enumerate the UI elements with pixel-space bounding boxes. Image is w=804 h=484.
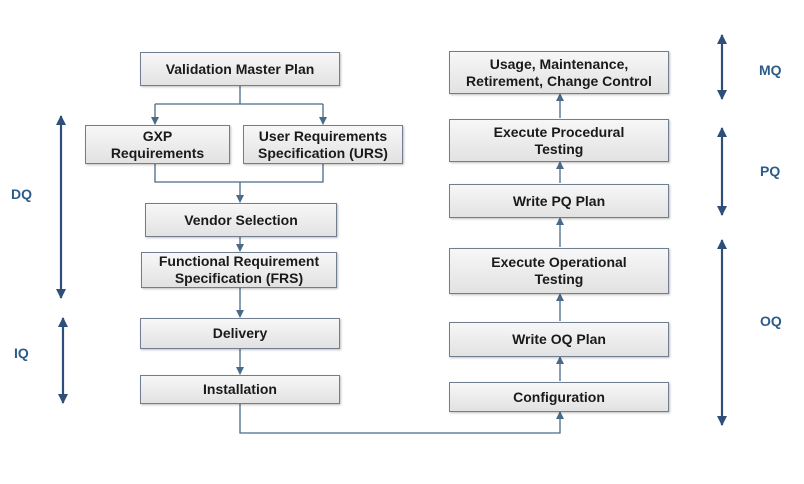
usage-maintenance-box: Usage, Maintenance, Retirement, Change C…: [449, 51, 669, 94]
pq-label: PQ: [760, 163, 781, 179]
gxp-requirements-box: GXP Requirements: [85, 125, 230, 164]
mq-label: MQ: [759, 62, 782, 78]
write-pq-plan-box: Write PQ Plan: [449, 184, 669, 218]
write-oq-plan-box: Write OQ Plan: [449, 322, 669, 357]
execute-operational-testing-box: Execute Operational Testing: [449, 248, 669, 294]
configuration-box: Configuration: [449, 382, 669, 412]
execute-procedural-testing-box: Execute Procedural Testing: [449, 119, 669, 162]
vendor-selection-box: Vendor Selection: [145, 203, 337, 237]
installation-box: Installation: [140, 375, 340, 404]
iq-label: IQ: [14, 345, 29, 361]
functional-requirement-specification-box: Functional Requirement Specification (FR…: [141, 252, 337, 288]
dq-label: DQ: [11, 186, 32, 202]
connector-merge-bar: [154, 164, 324, 183]
delivery-box: Delivery: [140, 318, 340, 349]
oq-label: OQ: [760, 313, 782, 329]
user-requirements-specification-box: User Requirements Specification (URS): [243, 125, 403, 164]
validation-master-plan-box: Validation Master Plan: [140, 52, 340, 86]
connector-installation-to-configuration: [239, 404, 564, 434]
